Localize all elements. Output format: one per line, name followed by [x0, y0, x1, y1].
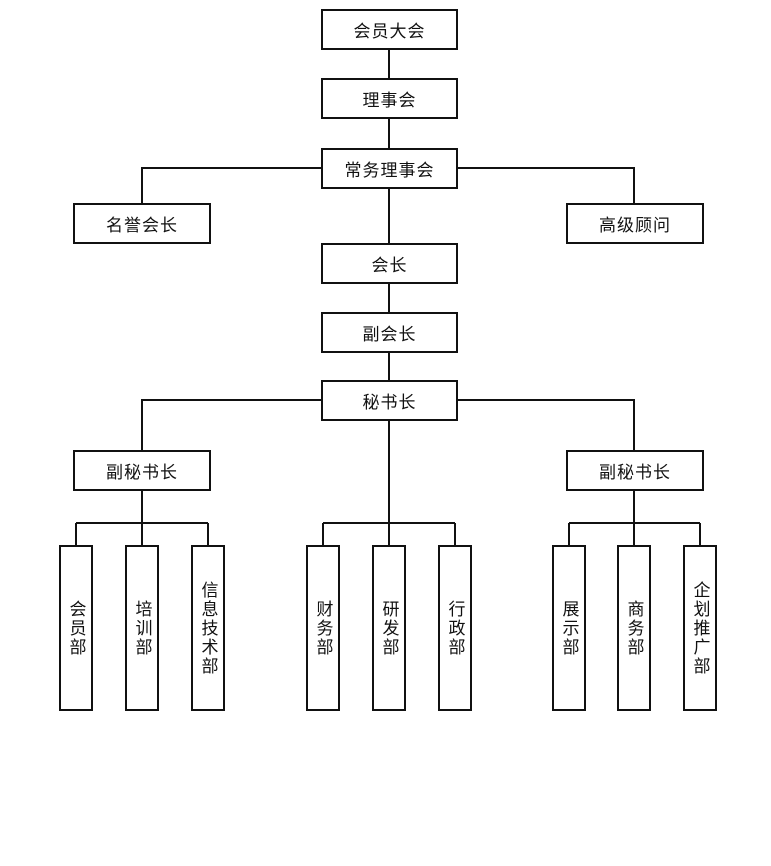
node-council: 理事会	[321, 78, 458, 119]
node-president: 会长	[321, 243, 458, 284]
connector-honorary	[141, 167, 322, 203]
dept-exhibition: 展示部	[552, 545, 586, 711]
dept-it: 信息技术部	[191, 545, 225, 711]
connector-deputy-left	[141, 399, 322, 450]
node-honorary-president: 名誉会长	[73, 203, 211, 244]
dept-training: 培训部	[125, 545, 159, 711]
dept-membership: 会员部	[59, 545, 93, 711]
node-vice-president: 副会长	[321, 312, 458, 353]
node-standing-council: 常务理事会	[321, 148, 458, 189]
node-deputy-secretary-right: 副秘书长	[566, 450, 704, 491]
connector-deputy-right	[456, 399, 635, 450]
node-secretary-general: 秘书长	[321, 380, 458, 421]
dept-rnd: 研发部	[372, 545, 406, 711]
connector-advisor	[456, 167, 635, 203]
dept-promotion: 企划推广部	[683, 545, 717, 711]
dept-business: 商务部	[617, 545, 651, 711]
node-deputy-secretary-left: 副秘书长	[73, 450, 211, 491]
dept-admin: 行政部	[438, 545, 472, 711]
node-general-assembly: 会员大会	[321, 9, 458, 50]
dept-finance: 财务部	[306, 545, 340, 711]
node-senior-advisor: 高级顾问	[566, 203, 704, 244]
